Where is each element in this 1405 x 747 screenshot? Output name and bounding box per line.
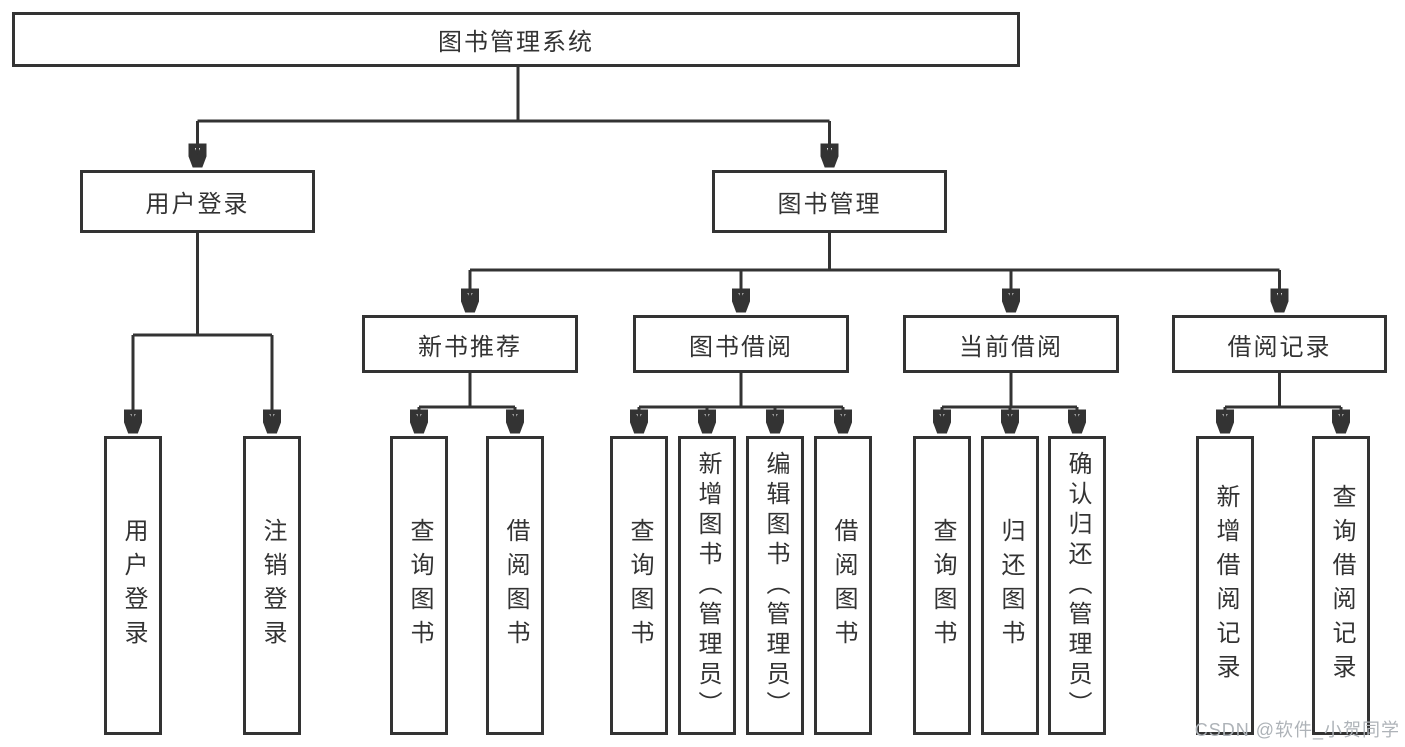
node-label: 图书管理 xyxy=(777,191,882,218)
node-book-management-system: 图书管理系统 xyxy=(12,12,1020,67)
node-borrowing-records: 借阅记录 xyxy=(1172,315,1387,373)
node-user-login: 用户登录 xyxy=(80,170,315,233)
node-label: 当前借阅 xyxy=(959,333,1063,361)
leaf-query-books-current: 查询图书 xyxy=(913,436,971,735)
leaf-label: 新增图书（管理员） xyxy=(694,450,721,721)
node-label: 图书借阅 xyxy=(689,333,793,361)
leaf-add-borrow-record: 新增借阅记录 xyxy=(1196,436,1254,735)
leaf-add-book-admin: 新增图书（管理员） xyxy=(678,436,736,735)
leaf-logout: 注销登录 xyxy=(243,436,301,735)
leaf-label: 借阅图书 xyxy=(502,517,529,654)
leaf-label: 查询借阅记录 xyxy=(1328,483,1355,688)
leaf-label: 借阅图书 xyxy=(830,517,857,654)
leaf-query-borrow-record: 查询借阅记录 xyxy=(1312,436,1370,735)
leaf-label: 新增借阅记录 xyxy=(1212,483,1239,688)
watermark-text: CSDN @软件_小贺同学 xyxy=(1194,720,1400,740)
leaf-user-login: 用户登录 xyxy=(104,436,162,735)
leaf-query-books-borrowing: 查询图书 xyxy=(610,436,668,735)
node-book-borrowing: 图书借阅 xyxy=(633,315,849,373)
leaf-label: 归还图书 xyxy=(997,517,1024,654)
node-label: 图书管理系统 xyxy=(438,29,594,56)
node-label: 用户登录 xyxy=(145,191,250,218)
leaf-label: 查询图书 xyxy=(929,517,956,654)
node-label: 新书推荐 xyxy=(418,333,522,361)
leaf-return-books: 归还图书 xyxy=(981,436,1039,735)
leaf-borrow-books-borrowing: 借阅图书 xyxy=(814,436,872,735)
node-new-book-recommend: 新书推荐 xyxy=(362,315,578,373)
leaf-label: 查询图书 xyxy=(626,517,653,654)
leaf-confirm-return-admin: 确认归还（管理员） xyxy=(1048,436,1106,735)
node-label: 借阅记录 xyxy=(1227,333,1332,361)
node-current-borrowing: 当前借阅 xyxy=(903,315,1119,373)
leaf-label: 用户登录 xyxy=(120,517,147,654)
leaf-label: 编辑图书（管理员） xyxy=(762,450,789,721)
leaf-label: 确认归还（管理员） xyxy=(1064,450,1091,721)
leaf-borrow-books-newbook: 借阅图书 xyxy=(486,436,544,735)
leaf-label: 注销登录 xyxy=(259,517,286,654)
leaf-query-books-newbook: 查询图书 xyxy=(390,436,448,735)
leaf-label: 查询图书 xyxy=(406,517,433,654)
leaf-edit-book-admin: 编辑图书（管理员） xyxy=(746,436,804,735)
node-book-management: 图书管理 xyxy=(712,170,947,233)
